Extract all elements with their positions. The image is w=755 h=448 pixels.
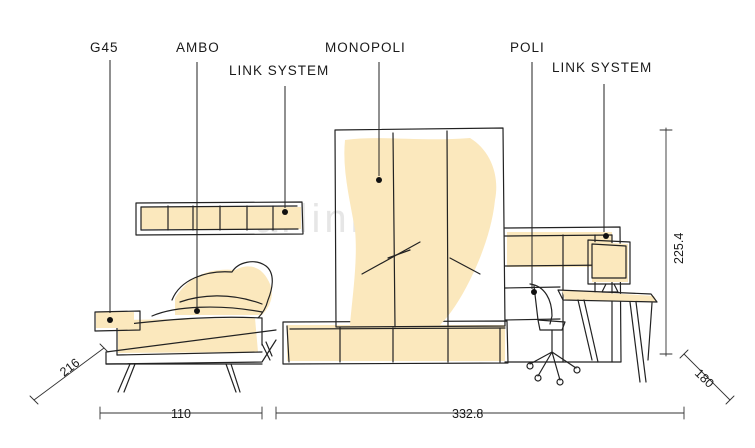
- label-ambo: AMBO: [176, 40, 220, 55]
- label-link-system-left: LINK SYSTEM: [229, 63, 329, 78]
- label-poli: POLI: [510, 40, 545, 55]
- dimension-width-total: [275, 406, 685, 420]
- wardrobe: [334, 127, 506, 328]
- dimension-depth-right: [679, 349, 735, 405]
- label-monopoli: MONOPOLI: [325, 40, 406, 55]
- dim-width-bed: 110: [171, 407, 191, 421]
- desk: [557, 239, 658, 383]
- bedside-table: [94, 310, 141, 332]
- leader-lines: [107, 60, 609, 323]
- label-link-system-right: LINK SYSTEM: [552, 60, 652, 75]
- label-g45: G45: [90, 40, 119, 55]
- dim-depth-left: 216: [57, 355, 82, 379]
- dim-depth-right: 180: [692, 366, 717, 391]
- dim-width-total: 332.8: [452, 407, 483, 421]
- dim-height-total: 225.4: [672, 233, 686, 264]
- low-base-unit: [282, 320, 509, 365]
- dimension-width-bed: [99, 406, 263, 420]
- wall-shelf: [135, 201, 304, 236]
- dimension-depth-left: [29, 343, 109, 405]
- bed: [105, 261, 277, 393]
- dimension-height-total: [659, 127, 673, 357]
